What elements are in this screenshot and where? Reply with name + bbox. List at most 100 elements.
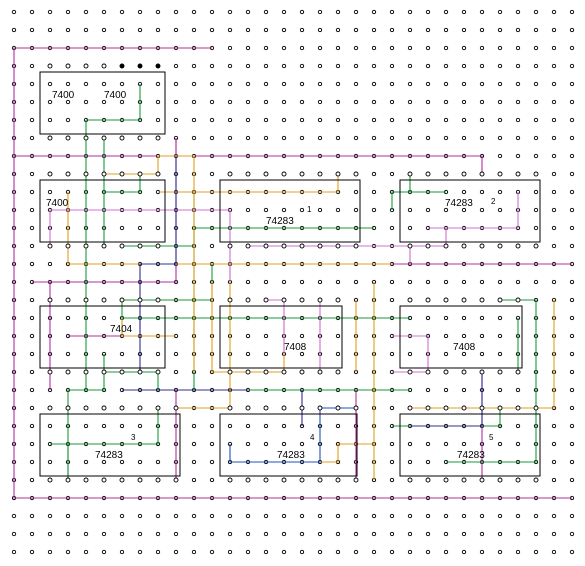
power-rail-wire <box>13 47 572 499</box>
hole <box>407 45 413 51</box>
hole <box>335 27 341 33</box>
ic-pin <box>335 405 341 411</box>
ic-pin <box>155 405 161 411</box>
ic-pin <box>443 243 449 249</box>
chip-74283-2[interactable]: 74283 2 <box>399 179 541 243</box>
ic-pin <box>425 171 431 177</box>
hole <box>389 441 395 447</box>
chip-74283-5[interactable]: 74283 5 <box>399 413 541 477</box>
chip-7400-b[interactable]: 7400 <box>104 90 127 101</box>
chip-7404[interactable]: 7404 <box>39 305 166 369</box>
hole <box>407 225 413 231</box>
hole <box>569 333 575 339</box>
ic-pin <box>263 243 269 249</box>
hole <box>317 81 323 87</box>
hole <box>443 513 449 519</box>
hole <box>425 81 431 87</box>
chip-7400-c-body <box>39 179 166 243</box>
hole <box>479 135 485 141</box>
ic-pin <box>245 477 251 483</box>
ic-pin <box>83 405 89 411</box>
hole <box>479 513 485 519</box>
hole <box>389 477 395 483</box>
hole <box>461 387 467 393</box>
ic-pin <box>47 243 53 249</box>
hole <box>569 423 575 429</box>
ic-pin <box>353 405 359 411</box>
chip-74283-4-body <box>219 413 358 477</box>
hole <box>371 531 377 537</box>
hole <box>335 351 341 357</box>
hole <box>461 63 467 69</box>
hole <box>281 513 287 519</box>
ic-pin <box>281 171 287 177</box>
hole <box>353 63 359 69</box>
hole <box>569 153 575 159</box>
hole <box>479 549 485 555</box>
chip-7408-a[interactable]: 7408 <box>219 305 343 369</box>
hole <box>569 549 575 555</box>
ic-pin <box>515 405 521 411</box>
hole <box>263 9 269 15</box>
chip-74283-5-number: 5 <box>489 433 494 442</box>
ic-pin <box>281 297 287 303</box>
hole <box>335 423 341 429</box>
ic-pin <box>299 369 305 375</box>
hole <box>479 9 485 15</box>
hole <box>65 351 71 357</box>
hole <box>551 27 557 33</box>
hole <box>137 513 143 519</box>
chip-74283-4[interactable]: 74283 4 <box>219 413 358 477</box>
hole <box>227 423 233 429</box>
hole <box>281 531 287 537</box>
hole <box>497 63 503 69</box>
hole <box>443 9 449 15</box>
chip-7408-b[interactable]: 7408 <box>399 305 523 369</box>
chip-74283-1[interactable]: 74283 1 <box>219 179 361 243</box>
hole <box>551 135 557 141</box>
hole <box>119 225 125 231</box>
hole <box>335 63 341 69</box>
chip-7408-b-label: 7408 <box>453 342 476 353</box>
hole <box>533 117 539 123</box>
hole <box>461 117 467 123</box>
chip-7400-a[interactable]: 7400 <box>39 71 166 135</box>
hole <box>29 423 35 429</box>
ic-pin <box>317 297 323 303</box>
hole <box>479 63 485 69</box>
hole <box>191 477 197 483</box>
hole <box>29 261 35 267</box>
hole <box>281 45 287 51</box>
hole <box>479 207 485 213</box>
chip-7400-c[interactable]: 7400 <box>39 179 166 243</box>
hole <box>281 549 287 555</box>
ic-pin <box>317 171 323 177</box>
hole <box>245 99 251 105</box>
hole <box>29 171 35 177</box>
chip-74283-3[interactable]: 74283 3 <box>39 413 181 477</box>
ic-pin <box>245 405 251 411</box>
ic-pin <box>155 171 161 177</box>
hole <box>47 117 53 123</box>
wire <box>428 192 519 229</box>
chip-7408-b-body <box>399 305 523 369</box>
hole <box>299 9 305 15</box>
hole <box>263 531 269 537</box>
hole <box>317 99 323 105</box>
hole <box>371 171 377 177</box>
ic-pin <box>47 405 53 411</box>
hole <box>569 45 575 51</box>
hole <box>281 423 287 429</box>
chip-74283-5-body <box>399 413 541 477</box>
ic-pin <box>65 369 71 375</box>
hole <box>551 243 557 249</box>
ic-pin <box>443 297 449 303</box>
hole <box>407 63 413 69</box>
hole <box>533 27 539 33</box>
ic-pin <box>119 297 125 303</box>
ic-pin <box>47 369 53 375</box>
hole <box>335 99 341 105</box>
hole <box>29 351 35 357</box>
hole <box>497 117 503 123</box>
